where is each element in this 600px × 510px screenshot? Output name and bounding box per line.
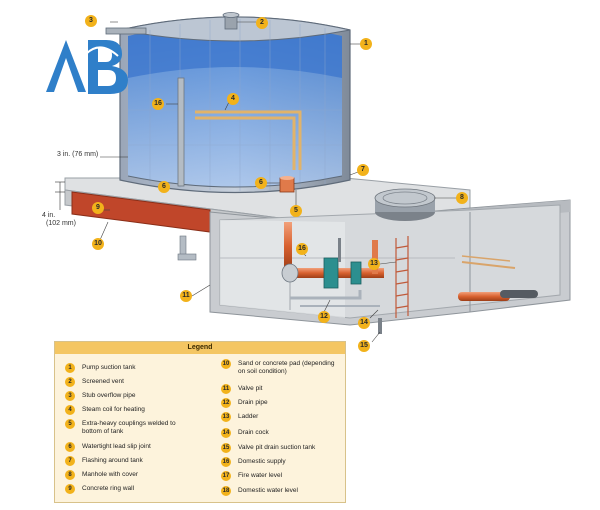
legend-text: Extra-heavy couplings welded to bottom o… — [82, 420, 176, 435]
legend-number: 2 — [65, 377, 75, 387]
legend-text: Flashing around tank — [82, 457, 143, 464]
legend-text: Watertight lead slip joint — [82, 443, 151, 450]
legend-text: Steam coil for heating — [82, 406, 145, 413]
domestic-supply-pipe — [177, 77, 185, 187]
legend-text: Sand or concrete pad (depending on soil … — [238, 360, 335, 375]
legend-item: 4 Steam coil for heating — [65, 405, 187, 415]
legend-item: 11 Valve pit — [221, 384, 343, 394]
callout-4: 4 — [227, 93, 239, 105]
legend-item: 3 Stub overflow pipe — [65, 391, 187, 401]
legend-text: Fire water level — [238, 472, 283, 479]
legend-item: 7 Flashing around tank — [65, 456, 187, 466]
callout-16-pit: 16 — [296, 243, 308, 255]
legend-text: Valve pit drain suction tank — [238, 444, 316, 451]
callout-6: 6 — [255, 177, 267, 189]
legend-number: 1 — [65, 363, 75, 373]
callout-10: 10 — [92, 238, 104, 250]
legend-text: Manhole with cover — [82, 471, 138, 478]
callout-12: 12 — [318, 311, 330, 323]
legend-text: Pump suction tank — [82, 364, 136, 371]
legend-item: 17 Fire water level — [221, 471, 343, 481]
callout-14: 14 — [358, 317, 370, 329]
legend-item: 2 Screened vent — [65, 377, 187, 387]
legend-text: Concrete ring wall — [82, 485, 135, 492]
legend-item: 16 Domestic supply — [221, 457, 343, 467]
legend-text: Drain cock — [238, 429, 269, 436]
callout-9: 9 — [92, 202, 104, 214]
legend-item: 13 Ladder — [221, 412, 343, 422]
legend-text: Stub overflow pipe — [82, 392, 136, 399]
legend-item: 18 Domestic water level — [221, 486, 343, 496]
callout-16-tank: 16 — [152, 98, 164, 110]
dimension-label-4in-line1: 4 in. — [42, 212, 56, 219]
legend-text: Drain pipe — [238, 399, 268, 406]
callout-7: 7 — [357, 164, 369, 176]
legend-title: Legend — [55, 342, 345, 354]
legend-number: 11 — [221, 384, 231, 394]
legend: Legend 1 Pump suction tank 2 Screened ve… — [54, 341, 346, 503]
legend-number: 17 — [221, 471, 231, 481]
valve-pit-piping — [177, 222, 538, 334]
callout-2: 2 — [256, 17, 268, 29]
callout-1: 1 — [360, 38, 372, 50]
legend-number: 9 — [65, 484, 75, 494]
legend-item: 8 Manhole with cover — [65, 470, 187, 480]
screened-vent — [222, 12, 240, 30]
logo-image — [46, 40, 128, 94]
legend-text: Domestic water level — [238, 487, 298, 494]
callout-15: 15 — [358, 340, 370, 352]
overflow-pipe — [105, 27, 147, 35]
legend-number: 3 — [65, 391, 75, 401]
dimension-label-4in: 4 in. (102 mm) — [42, 212, 76, 228]
legend-number: 12 — [221, 398, 231, 408]
callout-3: 3 — [85, 15, 97, 27]
steam-coil — [195, 110, 302, 170]
dimension-label-3in: 3 in. (76 mm) — [57, 151, 99, 158]
legend-number: 14 — [221, 428, 231, 438]
legend-item: 14 Drain cock — [221, 428, 343, 438]
dimension-lines — [55, 156, 128, 210]
legend-number: 10 — [221, 359, 231, 369]
legend-number: 15 — [221, 443, 231, 453]
legend-number: 13 — [221, 412, 231, 422]
legend-number: 6 — [65, 442, 75, 452]
callout-11: 11 — [180, 290, 192, 302]
legend-item: 9 Concrete ring wall — [65, 484, 187, 494]
legend-item: 10 Sand or concrete pad (depending on so… — [221, 359, 343, 376]
legend-text: Screened vent — [82, 378, 124, 385]
legend-number: 8 — [65, 470, 75, 480]
legend-item: 5 Extra-heavy couplings welded to bottom… — [65, 419, 187, 436]
callout-8: 8 — [456, 192, 468, 204]
legend-number: 7 — [65, 456, 75, 466]
legend-number: 5 — [65, 419, 75, 429]
legend-number: 16 — [221, 457, 231, 467]
legend-item: 12 Drain pipe — [221, 398, 343, 408]
legend-item: 1 Pump suction tank — [65, 363, 187, 373]
slip-joint — [279, 176, 295, 193]
legend-item: 6 Watertight lead slip joint — [65, 442, 187, 452]
legend-text: Ladder — [238, 413, 259, 420]
dimension-label-4in-line2: (102 mm) — [46, 220, 76, 227]
callout-5: 5 — [290, 205, 302, 217]
legend-text: Valve pit — [238, 385, 263, 392]
legend-number: 18 — [221, 486, 231, 496]
manhole — [374, 188, 436, 221]
legend-item: 15 Valve pit drain suction tank — [221, 443, 343, 453]
callout-6-base: 6 — [158, 181, 170, 193]
callout-13: 13 — [368, 258, 380, 270]
legend-number: 4 — [65, 405, 75, 415]
legend-text: Domestic supply — [238, 458, 286, 465]
